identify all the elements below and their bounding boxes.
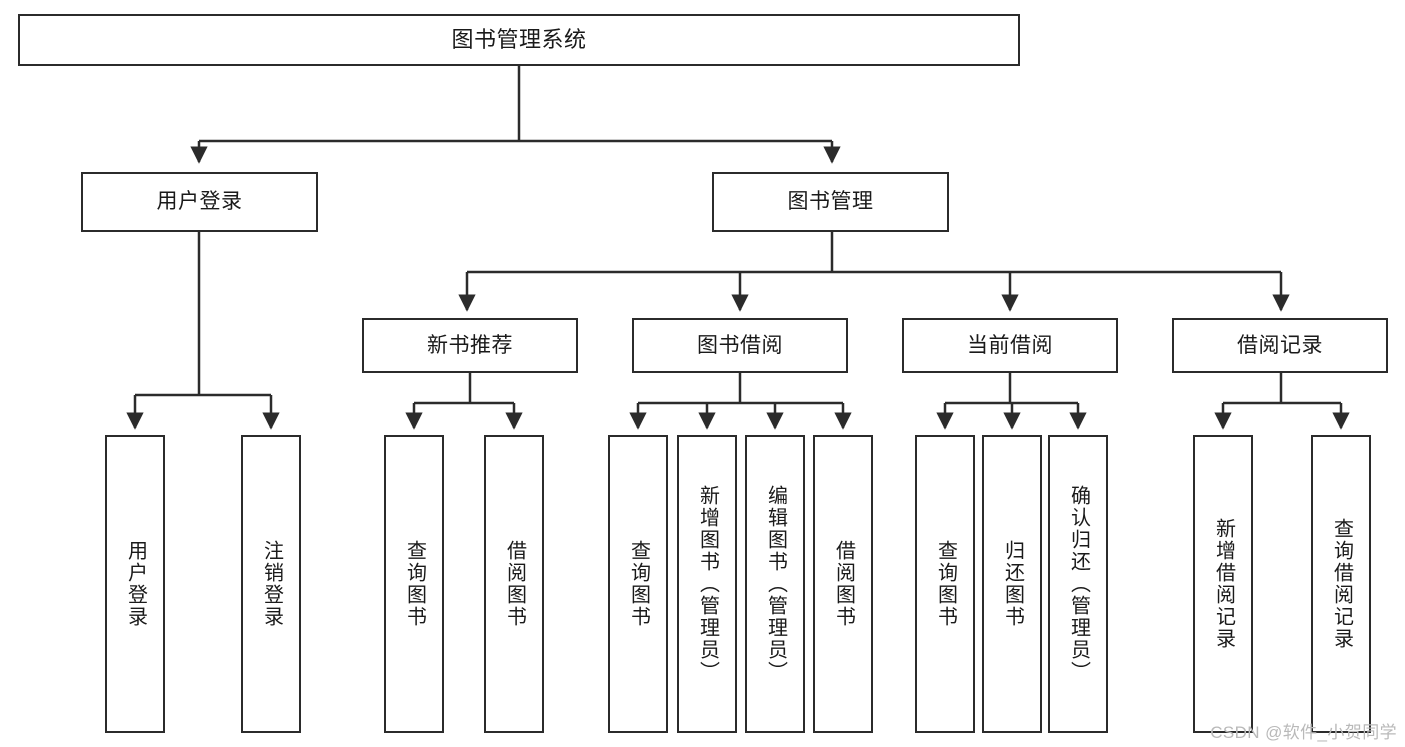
leaf-user-login-logout[interactable]: 注销登录: [241, 435, 301, 733]
node-user-login-label: 用户登录: [156, 190, 243, 214]
leaf-borrow-borrow-label: 借阅图书: [832, 540, 855, 628]
node-user-login[interactable]: 用户登录: [81, 172, 318, 232]
leaf-current-return-label: 归还图书: [1001, 540, 1024, 628]
leaf-current-return[interactable]: 归还图书: [982, 435, 1042, 733]
leaf-current-confirm-return[interactable]: 确认归还（管理员）: [1048, 435, 1108, 733]
leaf-user-login-login[interactable]: 用户登录: [105, 435, 165, 733]
leaf-borrow-add[interactable]: 新增图书（管理员）: [677, 435, 737, 733]
leaf-borrow-query-label: 查询图书: [627, 540, 650, 628]
leaf-current-query-label: 查询图书: [934, 540, 957, 628]
node-book-management-label: 图书管理: [787, 190, 874, 214]
leaf-borrow-query[interactable]: 查询图书: [608, 435, 668, 733]
leaf-record-add-label: 新增借阅记录: [1212, 518, 1235, 650]
leaf-record-query-label: 查询借阅记录: [1330, 518, 1353, 650]
node-book-borrow[interactable]: 图书借阅: [632, 318, 848, 373]
leaf-new-book-borrow[interactable]: 借阅图书: [484, 435, 544, 733]
csdn-watermark: CSDN @软件_小贺同学: [1210, 723, 1397, 742]
node-root-label: 图书管理系统: [451, 26, 587, 52]
leaf-borrow-edit[interactable]: 编辑图书（管理员）: [745, 435, 805, 733]
leaf-borrow-add-label: 新增图书（管理员）: [696, 485, 719, 683]
node-current-borrow-label: 当前借阅: [967, 333, 1053, 357]
leaf-new-book-query[interactable]: 查询图书: [384, 435, 444, 733]
node-book-management[interactable]: 图书管理: [712, 172, 949, 232]
leaf-borrow-edit-label: 编辑图书（管理员）: [764, 485, 787, 683]
node-borrow-record-label: 借阅记录: [1237, 333, 1323, 357]
node-new-book-recommend-label: 新书推荐: [427, 333, 513, 357]
leaf-record-add[interactable]: 新增借阅记录: [1193, 435, 1253, 733]
leaf-user-login-logout-label: 注销登录: [260, 540, 283, 628]
node-current-borrow[interactable]: 当前借阅: [902, 318, 1118, 373]
leaf-current-query[interactable]: 查询图书: [915, 435, 975, 733]
leaf-borrow-borrow[interactable]: 借阅图书: [813, 435, 873, 733]
leaf-current-confirm-return-label: 确认归还（管理员）: [1067, 485, 1090, 683]
leaf-new-book-borrow-label: 借阅图书: [503, 540, 526, 628]
node-root[interactable]: 图书管理系统: [18, 14, 1020, 66]
leaf-record-query[interactable]: 查询借阅记录: [1311, 435, 1371, 733]
node-book-borrow-label: 图书借阅: [697, 333, 783, 357]
leaf-new-book-query-label: 查询图书: [403, 540, 426, 628]
node-new-book-recommend[interactable]: 新书推荐: [362, 318, 578, 373]
node-borrow-record[interactable]: 借阅记录: [1172, 318, 1388, 373]
leaf-user-login-login-label: 用户登录: [124, 540, 147, 628]
